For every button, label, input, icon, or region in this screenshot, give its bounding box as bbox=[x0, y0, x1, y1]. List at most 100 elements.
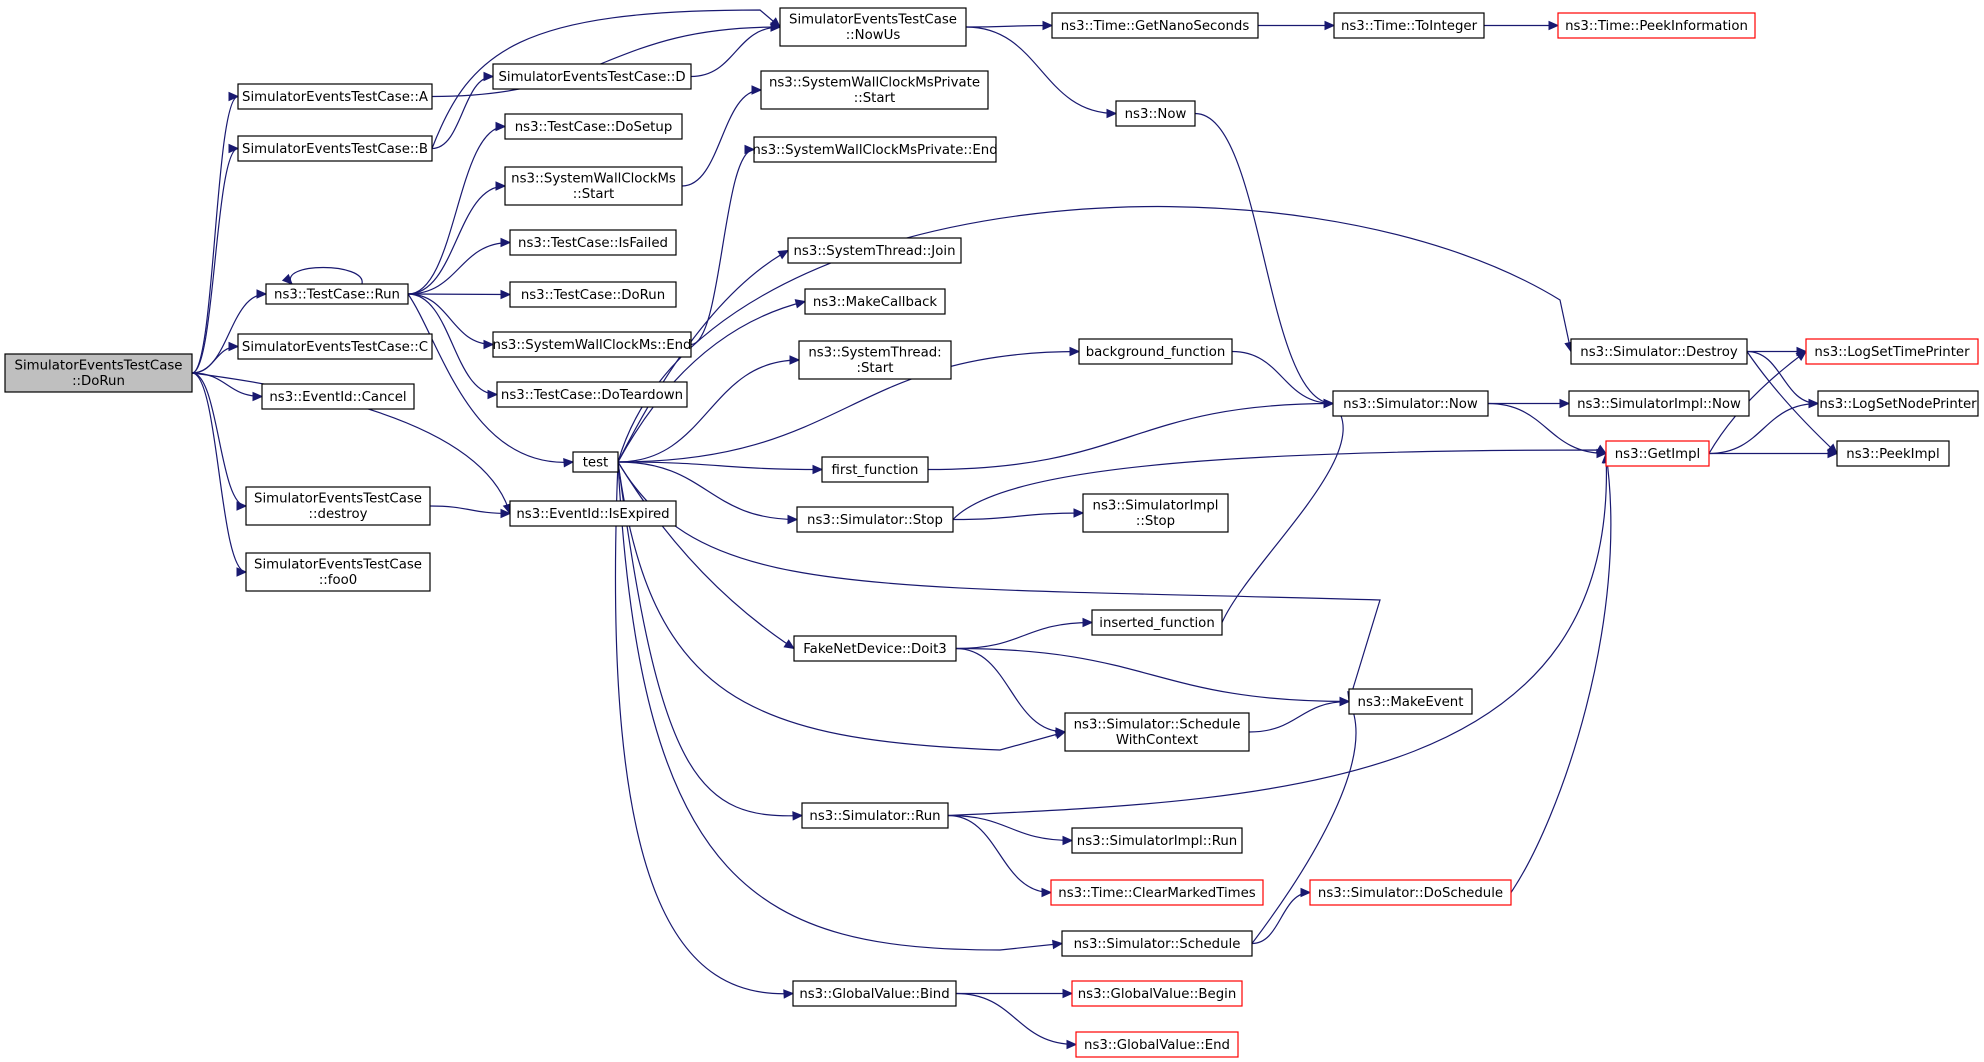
edge-test-to-doit3 bbox=[617, 461, 795, 650]
edge-run-to-dosetup bbox=[407, 125, 506, 295]
edge-arrowhead bbox=[1066, 1039, 1078, 1050]
node-label: ns3::TestCase::DoTeardown bbox=[501, 388, 683, 403]
node-box bbox=[792, 980, 957, 1007]
node-ns3-testcase-dosetup[interactable]: ns3::TestCase::DoSetup bbox=[504, 113, 683, 140]
node-simulatoreventstestcase-dorun[interactable]: SimulatorEventsTestCase::DoRun bbox=[4, 353, 193, 393]
edge-test-to-makecb bbox=[617, 300, 806, 463]
node-ns3-eventid-cancel[interactable]: ns3::EventId::Cancel bbox=[261, 383, 415, 410]
edge-arrowhead bbox=[252, 391, 264, 402]
node-label: ns3::TestCase::DoRun bbox=[521, 288, 665, 303]
node-ns3-time-clearmarkedtimes[interactable]: ns3::Time::ClearMarkedTimes bbox=[1050, 879, 1264, 906]
node-background-function[interactable]: background_function bbox=[1078, 338, 1233, 365]
edge-swcEnd-to-swcpEnd bbox=[690, 148, 755, 346]
node-simulatoreventstestcase-d[interactable]: SimulatorEventsTestCase::D bbox=[492, 63, 692, 90]
node-ns3-systemwallclockmsprivate-start[interactable]: ns3::SystemWallClockMsPrivate::Start bbox=[760, 70, 989, 110]
edge-test-to-firstfunc bbox=[617, 461, 823, 471]
edge-run-to-run bbox=[289, 266, 363, 285]
node-ns3-peekimpl[interactable]: ns3::PeekImpl bbox=[1836, 440, 1950, 467]
edge-dorun-to-A bbox=[191, 95, 239, 374]
edge-arrowhead bbox=[792, 811, 804, 821]
node-box bbox=[1557, 12, 1756, 39]
node-ns3-systemwallclockms-start[interactable]: ns3::SystemWallClockMs::Start bbox=[504, 166, 683, 206]
node-ns3-testcase-run[interactable]: ns3::TestCase::Run bbox=[265, 283, 409, 305]
node-box bbox=[1082, 493, 1229, 533]
node-simulatoreventstestcase-destroy[interactable]: SimulatorEventsTestCase::destroy bbox=[245, 486, 431, 526]
node-label: ns3::EventId::IsExpired bbox=[516, 507, 669, 522]
node-ns3-simulator-now[interactable]: ns3::Simulator::Now bbox=[1332, 390, 1489, 417]
node-inserted-function[interactable]: inserted_function bbox=[1091, 609, 1223, 636]
node-ns3-systemwallclockms-end[interactable]: ns3::SystemWallClockMs::End bbox=[492, 331, 692, 358]
node-simulatoreventstestcase-b[interactable]: SimulatorEventsTestCase::B bbox=[237, 135, 433, 162]
node-label: ns3::Now bbox=[1125, 107, 1187, 122]
node-box bbox=[821, 456, 929, 483]
node-ns3-systemthread-start[interactable]: ns3::SystemThread::Start bbox=[798, 340, 952, 380]
node-box bbox=[509, 281, 677, 308]
node-ns3-testcase-dorun[interactable]: ns3::TestCase::DoRun bbox=[509, 281, 677, 308]
node-box bbox=[798, 340, 952, 380]
node-simulatoreventstestcase-a[interactable]: SimulatorEventsTestCase::A bbox=[237, 83, 433, 110]
edge-arrowhead bbox=[789, 355, 801, 365]
edge-simdestroy-to-lognode bbox=[1746, 350, 1819, 405]
node-label: ns3::Simulator::DoSchedule bbox=[1318, 886, 1503, 901]
node-ns3-simulatorimpl-run[interactable]: ns3::SimulatorImpl::Run bbox=[1071, 827, 1243, 854]
node-ns3-makeevent[interactable]: ns3::MakeEvent bbox=[1348, 688, 1473, 715]
edge-dorun-to-C bbox=[191, 345, 239, 374]
edge-simrun-to-simimplrun bbox=[947, 814, 1073, 842]
node-ns3-simulator-destroy[interactable]: ns3::Simulator::Destroy bbox=[1570, 338, 1748, 365]
node-ns3-makecallback[interactable]: ns3::MakeCallback bbox=[804, 288, 946, 315]
node-ns3-systemthread-join[interactable]: ns3::SystemThread::Join bbox=[787, 237, 962, 264]
node-box bbox=[1078, 338, 1233, 365]
node-ns3-testcase-doteardown[interactable]: ns3::TestCase::DoTeardown bbox=[496, 381, 688, 408]
node-label: ns3::Simulator::Schedule bbox=[1074, 937, 1241, 952]
node-ns3-simulator-stop[interactable]: ns3::Simulator::Stop bbox=[796, 506, 954, 533]
edge-simrun-to-getimpl bbox=[947, 453, 1607, 817]
node-ns3-time-getnanoseconds[interactable]: ns3::Time::GetNanoSeconds bbox=[1051, 12, 1259, 39]
node-box bbox=[1605, 440, 1710, 467]
node-ns3-now[interactable]: ns3::Now bbox=[1115, 100, 1196, 127]
node-simulatoreventstestcase-nowus[interactable]: SimulatorEventsTestCase::NowUs bbox=[779, 7, 967, 47]
node-ns3-simulatorimpl-stop[interactable]: ns3::SimulatorImpl::Stop bbox=[1082, 493, 1229, 533]
edge-test-to-gvbind bbox=[614, 461, 794, 995]
node-box bbox=[572, 451, 619, 473]
edge-D-to-nowus bbox=[690, 26, 781, 78]
node-label: ::DoRun bbox=[72, 374, 125, 389]
node-ns3-globalvalue-begin[interactable]: ns3::GlobalValue::Begin bbox=[1071, 980, 1243, 1007]
edge-B-to-D bbox=[431, 75, 494, 150]
node-test[interactable]: test bbox=[572, 451, 619, 473]
edge-firstfunc-to-simnow bbox=[927, 402, 1334, 471]
node-label: ns3::TestCase::IsFailed bbox=[518, 236, 668, 251]
node-ns3-eventid-isexpired[interactable]: ns3::EventId::IsExpired bbox=[509, 500, 677, 527]
node-label: ns3::Simulator::Stop bbox=[807, 513, 943, 528]
node-first-function[interactable]: first_function bbox=[821, 456, 929, 483]
node-simulatoreventstestcase-foo0[interactable]: SimulatorEventsTestCase::foo0 bbox=[245, 552, 431, 592]
node-simulatoreventstestcase-c[interactable]: SimulatorEventsTestCase::C bbox=[237, 333, 433, 360]
node-ns3-systemwallclockmsprivate-end[interactable]: ns3::SystemWallClockMsPrivate::End bbox=[752, 136, 998, 163]
node-box bbox=[237, 135, 433, 162]
node-ns3-logsettimeprinter[interactable]: ns3::LogSetTimePrinter bbox=[1805, 338, 1979, 365]
node-box bbox=[1091, 609, 1223, 636]
node-label: ns3::GlobalValue::Bind bbox=[799, 987, 949, 1002]
edge-arrowhead bbox=[1323, 398, 1335, 409]
edge-arrowhead bbox=[770, 22, 782, 32]
node-fakenetdevice-doit3[interactable]: FakeNetDevice::Doit3 bbox=[793, 635, 957, 662]
edge-arrowhead bbox=[228, 91, 240, 102]
node-ns3-testcase-isfailed[interactable]: ns3::TestCase::IsFailed bbox=[509, 229, 677, 256]
edge-doschedule-to-getimpl bbox=[1510, 453, 1612, 893]
node-ns3-simulator-schedule[interactable]: ns3::Simulator::Schedule bbox=[1061, 930, 1253, 957]
node-ns3-globalvalue-bind[interactable]: ns3::GlobalValue::Bind bbox=[792, 980, 957, 1007]
node-ns3-simulator-run[interactable]: ns3::Simulator::Run bbox=[801, 802, 949, 829]
node-ns3-time-tointeger[interactable]: ns3::Time::ToInteger bbox=[1333, 12, 1485, 39]
node-ns3-logsetnodeprinter[interactable]: ns3::LogSetNodePrinter bbox=[1817, 390, 1979, 417]
node-box bbox=[1570, 338, 1748, 365]
node-ns3-simulator-doschedule[interactable]: ns3::Simulator::DoSchedule bbox=[1309, 879, 1512, 906]
node-ns3-time-peekinformation[interactable]: ns3::Time::PeekInformation bbox=[1557, 12, 1756, 39]
edge-arrowhead bbox=[777, 249, 790, 260]
node-box bbox=[1115, 100, 1196, 127]
edge-arrowhead bbox=[1073, 508, 1085, 518]
node-ns3-globalvalue-end[interactable]: ns3::GlobalValue::End bbox=[1075, 1031, 1239, 1058]
node-ns3-getimpl[interactable]: ns3::GetImpl bbox=[1605, 440, 1710, 467]
node-label: ns3::SimulatorImpl::Now bbox=[1577, 397, 1741, 412]
edge-arrowhead bbox=[1106, 108, 1118, 119]
node-ns3-simulatorimpl-now[interactable]: ns3::SimulatorImpl::Now bbox=[1568, 390, 1750, 417]
